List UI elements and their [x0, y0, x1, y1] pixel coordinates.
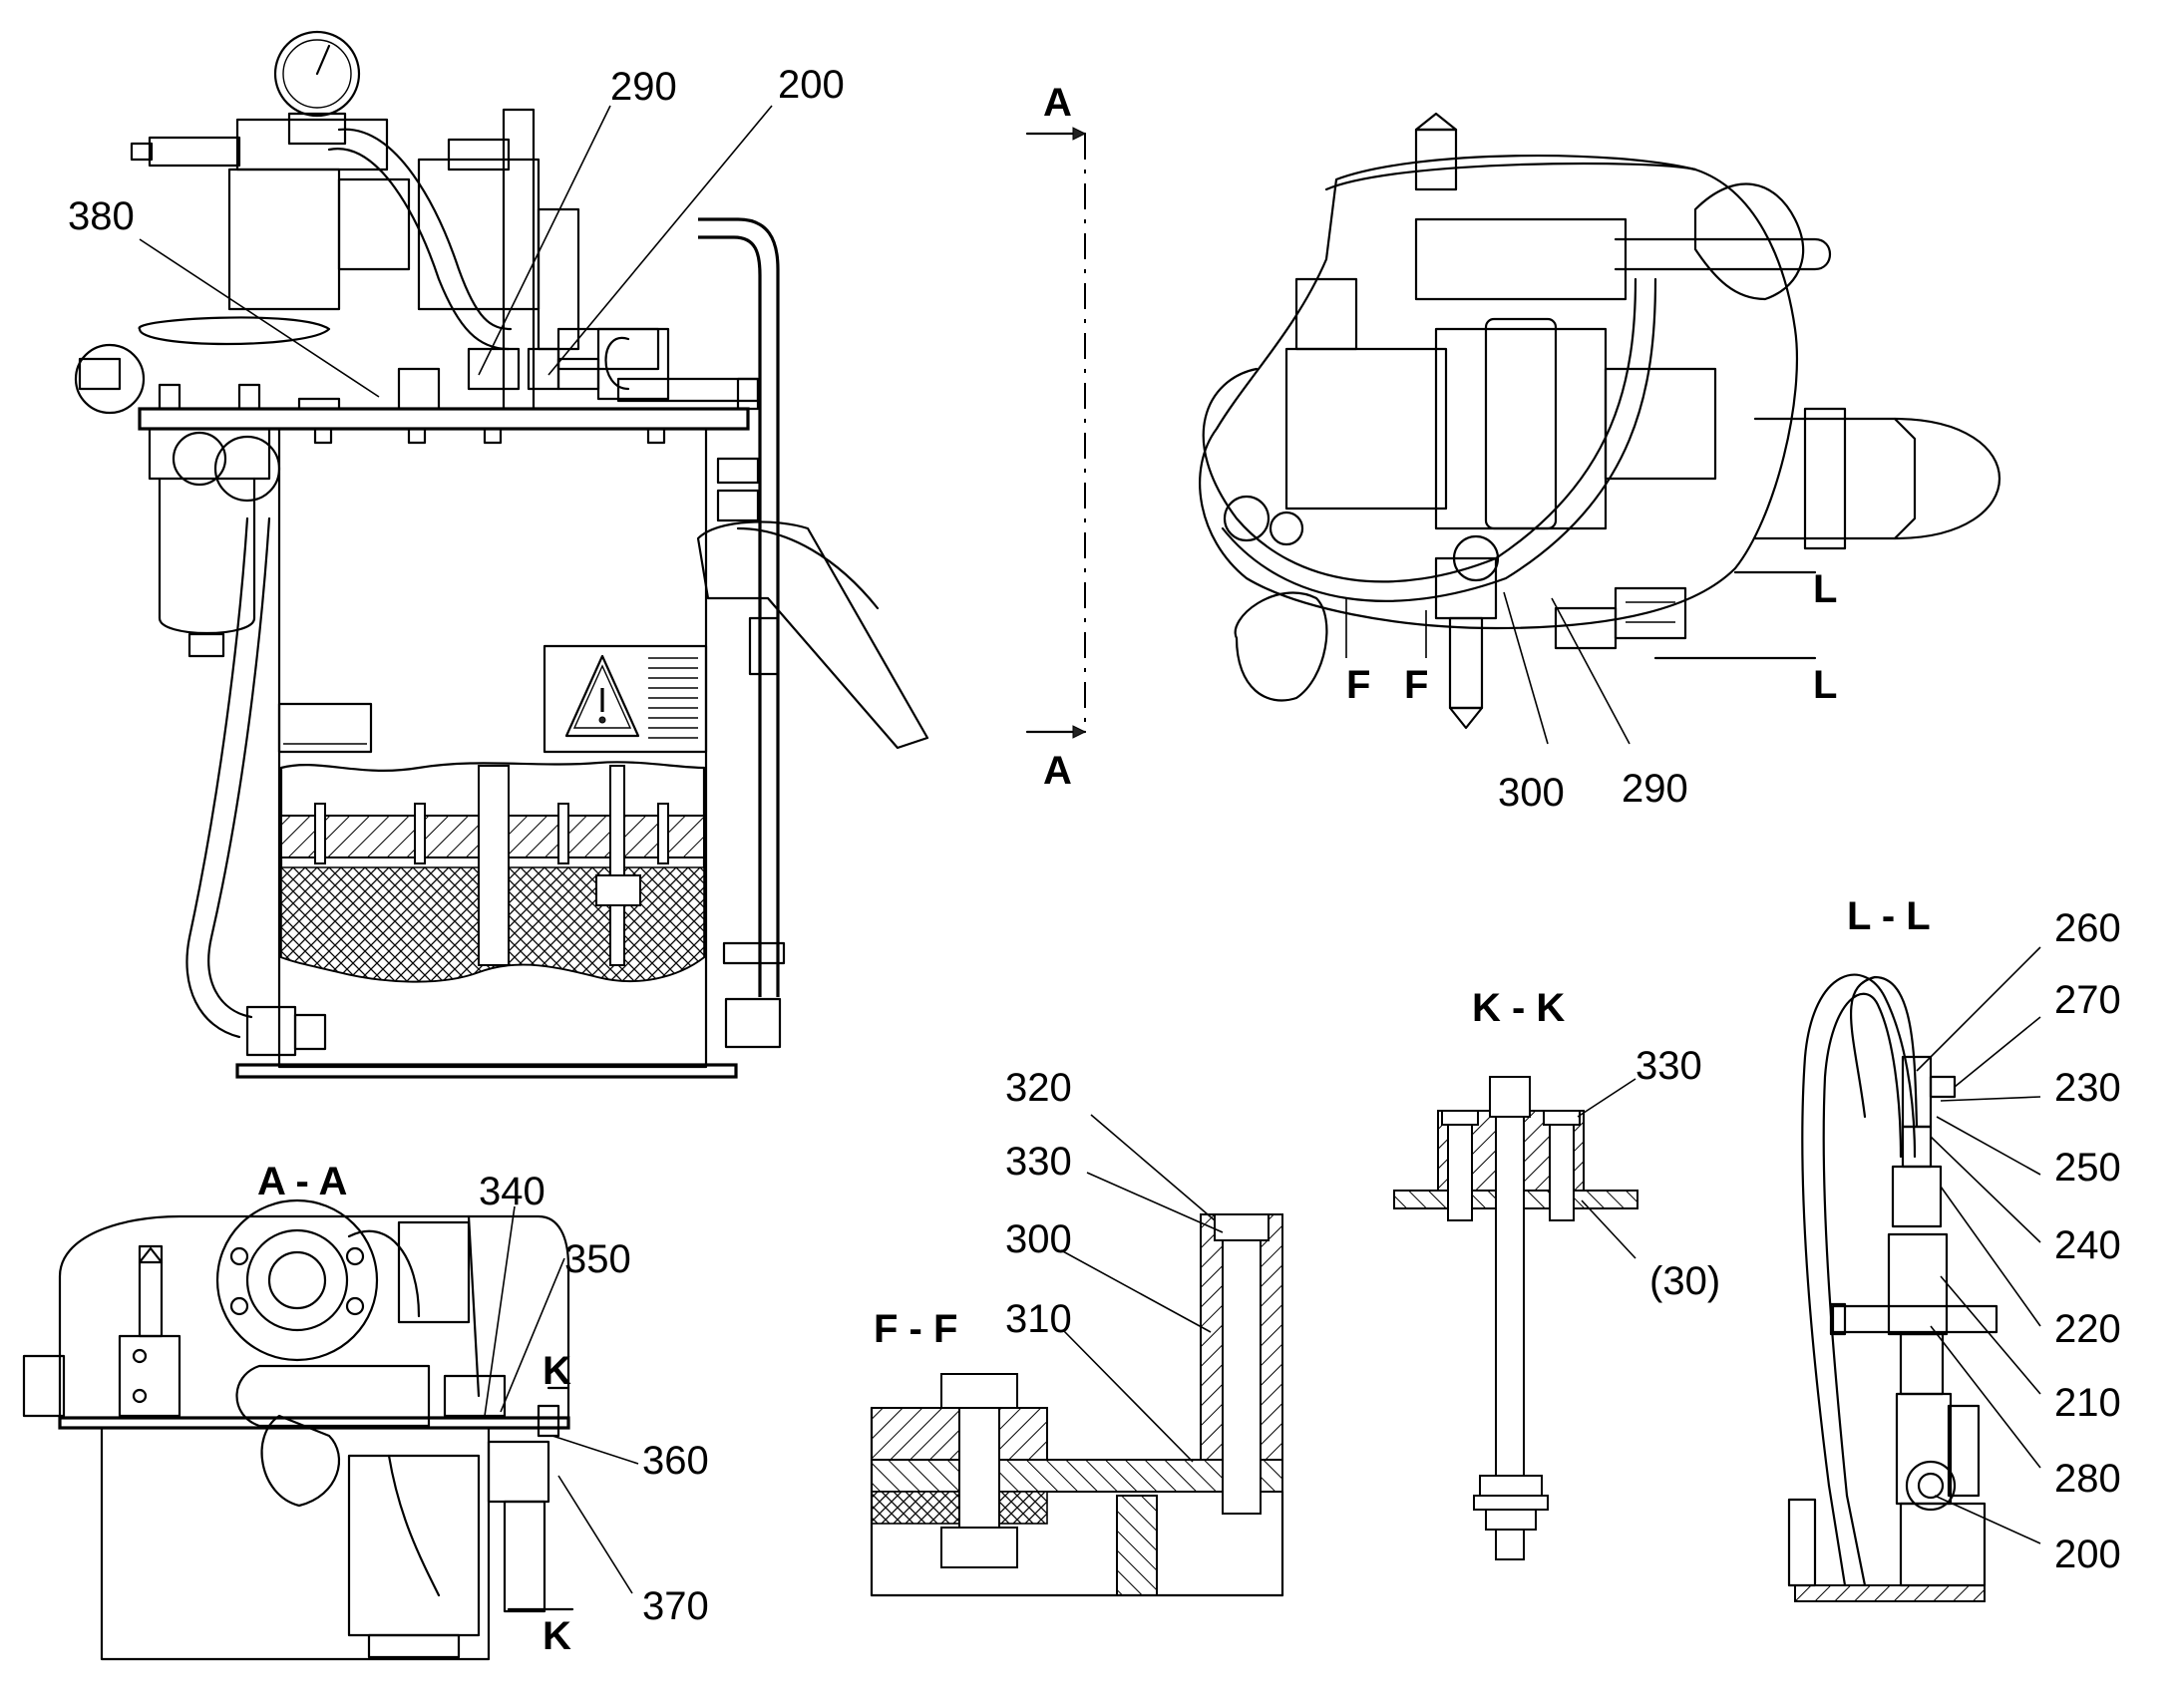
callout-360: 360	[642, 1439, 709, 1483]
filter-cylinder-plan	[1753, 417, 1917, 540]
section-ff-view	[870, 1213, 1284, 1597]
left-hose-fitting	[245, 1005, 297, 1057]
section-mark-a-top: A	[1043, 81, 1072, 125]
callout-280: 280	[2054, 1457, 2121, 1501]
warning-decal-text-lines	[648, 657, 698, 739]
main-front-view	[74, 30, 929, 1079]
section-mark-f2: F	[1404, 663, 1428, 707]
ll-fitting-200	[1905, 1460, 1957, 1512]
callout-260: 260	[2054, 906, 2121, 950]
kk-bolt-head	[1489, 1076, 1531, 1118]
kk-leaders	[1577, 1078, 1636, 1259]
callout-370: 370	[642, 1584, 709, 1628]
ll-clamp-280	[1831, 1304, 1998, 1334]
top-view-leaders	[1503, 591, 1631, 745]
top-plate-bolts	[158, 383, 666, 445]
section-k-line	[507, 1386, 574, 1611]
section-title-kk: K - K	[1472, 986, 1565, 1030]
aa-leaders	[484, 1205, 639, 1594]
callout-350: 350	[564, 1237, 631, 1281]
callout-290-top: 290	[1622, 767, 1688, 811]
pump-motor-assembly	[74, 30, 760, 415]
aa-filter-body	[347, 1454, 481, 1637]
aa-tank-outline	[58, 1214, 570, 1418]
callout-300-top: 300	[1498, 771, 1565, 815]
callout-340: 340	[479, 1170, 545, 1213]
callout-300-ff: 300	[1005, 1217, 1072, 1261]
center-hex-fitting	[397, 367, 441, 411]
section-title-aa: A - A	[257, 1160, 347, 1203]
callout-330-ff: 330	[1005, 1140, 1072, 1184]
motor-block-plan	[1284, 347, 1448, 511]
internal-bolts	[314, 765, 669, 966]
section-mark-a-bottom: A	[1043, 749, 1072, 793]
callout-200-ll: 200	[2054, 1533, 2121, 1576]
right-return-hose	[696, 520, 929, 750]
callout-210: 210	[2054, 1381, 2121, 1425]
section-mark-l-top: L	[1813, 567, 1837, 611]
pressure-hose	[327, 148, 511, 351]
section-mark-f1: F	[1346, 663, 1370, 707]
left-hose	[185, 516, 249, 1039]
ff-plate	[871, 1459, 1283, 1493]
top-plan-view	[1199, 112, 2001, 730]
aa-pump-flange	[215, 1198, 379, 1362]
callout-240: 240	[2054, 1223, 2121, 1267]
callout-270: 270	[2054, 978, 2121, 1022]
aa-tank-body	[100, 1426, 491, 1661]
callout-380: 380	[68, 194, 135, 238]
ll-leaders	[1916, 946, 2041, 1544]
section-kk-view	[1393, 1076, 1638, 1560]
ll-valve-210	[1887, 1232, 1949, 1336]
brand-plate	[277, 702, 373, 754]
ff-leaders	[1060, 1114, 1224, 1463]
callout-250: 250	[2054, 1146, 2121, 1190]
ll-clamp-270	[1929, 1075, 1957, 1099]
warning-triangle-icon	[564, 654, 640, 738]
main-view-leaders	[139, 105, 773, 398]
elbow-fitting-plan	[1234, 591, 1328, 702]
pump-body	[417, 158, 541, 311]
section-mark-k-bottom: K	[543, 1614, 571, 1658]
aa-elbow-fitting	[260, 1414, 341, 1508]
right-fittings	[716, 457, 786, 965]
section-mark-l-bottom: L	[1813, 663, 1837, 707]
breather-plan	[1693, 182, 1805, 301]
section-ll-view	[1787, 973, 1998, 1602]
breather-cap	[74, 343, 146, 415]
ll-base-plate	[1794, 1584, 1986, 1602]
base-plate	[235, 1063, 738, 1079]
callout-330-kk: 330	[1635, 1044, 1702, 1088]
section-title-ll: L - L	[1847, 894, 1931, 938]
section-line-a	[1025, 127, 1087, 739]
callout-230: 230	[2054, 1066, 2121, 1110]
pump-block-plan	[1434, 327, 1608, 530]
callout-310: 310	[1005, 1297, 1072, 1341]
ff-bolt-head	[940, 1373, 1018, 1409]
right-bottom-fitting	[724, 997, 782, 1049]
callout-30: (30)	[1649, 1259, 1720, 1303]
ll-hose-loop	[1850, 975, 1919, 1129]
callout-200: 200	[778, 63, 845, 107]
motor-coil	[227, 168, 341, 311]
pressure-gauge	[273, 30, 361, 118]
filter-head	[148, 427, 271, 481]
section-aa-view	[22, 1198, 570, 1661]
section-title-ff: F - F	[874, 1307, 957, 1351]
valve-block-plan	[1414, 217, 1628, 301]
ll-adapter-220	[1891, 1165, 1943, 1228]
wire-loop	[138, 316, 331, 346]
section-mark-k-top: K	[543, 1349, 571, 1393]
section-lines-l-f	[1345, 570, 1817, 660]
callout-290: 290	[610, 65, 677, 109]
warning-decal	[543, 644, 708, 754]
callout-320: 320	[1005, 1066, 1072, 1110]
ff-screw-320	[1222, 1213, 1262, 1515]
nameplate-plan	[1614, 586, 1687, 640]
frame-handle-pipe	[698, 217, 780, 997]
top-plate	[138, 407, 750, 431]
callout-220: 220	[2054, 1307, 2121, 1351]
